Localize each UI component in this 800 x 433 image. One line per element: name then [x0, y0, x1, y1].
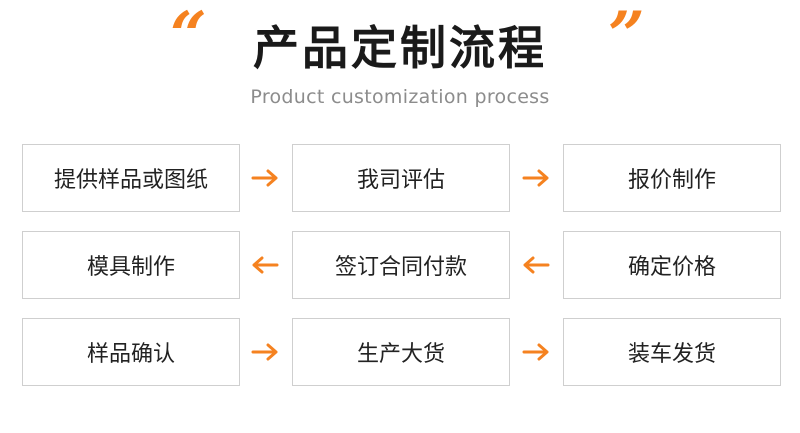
- step-provide-samples: 提供样品或图纸: [22, 144, 240, 212]
- step-quotation: 报价制作: [563, 144, 781, 212]
- step-mass-production: 生产大货: [292, 318, 510, 386]
- arrow-right-icon: [521, 168, 551, 188]
- step-contract-payment: 签订合同付款: [292, 231, 510, 299]
- page-subtitle: Product customization process: [250, 86, 550, 108]
- step-confirm-price: 确定价格: [563, 231, 781, 299]
- arrow-right-icon: [250, 342, 280, 362]
- arrow-left-icon: [521, 255, 551, 275]
- step-sample-confirmation: 样品确认: [22, 318, 240, 386]
- step-shipping: 装车发货: [563, 318, 781, 386]
- arrow-right-icon: [521, 342, 551, 362]
- open-quote-mark: “: [170, 0, 207, 73]
- arrow-left-icon: [250, 255, 280, 275]
- arrow-right-icon: [250, 168, 280, 188]
- step-evaluation: 我司评估: [292, 144, 510, 212]
- page-title: 产品定制流程: [253, 21, 547, 75]
- step-mold-making: 模具制作: [22, 231, 240, 299]
- close-quote-mark: ”: [608, 0, 645, 73]
